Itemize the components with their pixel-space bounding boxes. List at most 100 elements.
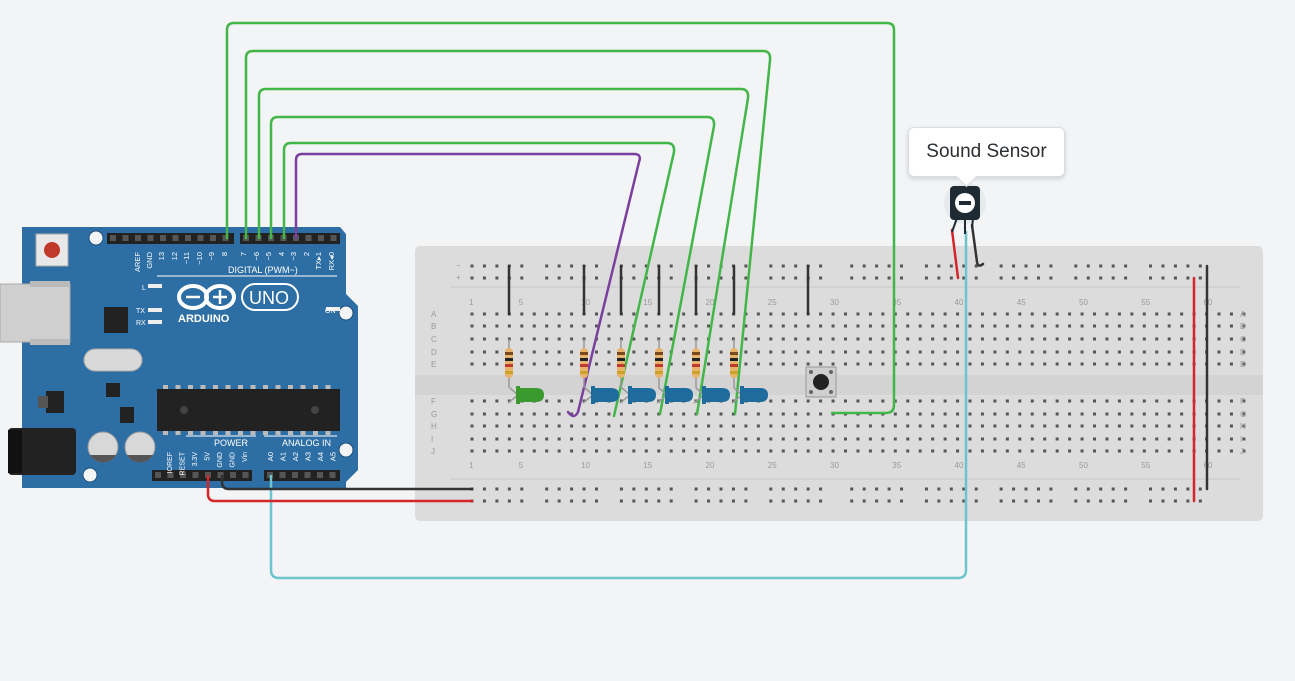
breadboard-hole[interactable] (806, 337, 810, 341)
breadboard-hole[interactable] (968, 399, 972, 403)
breadboard-hole[interactable] (968, 424, 972, 428)
rail-hole[interactable] (949, 276, 953, 280)
rail-hole[interactable] (962, 276, 966, 280)
breadboard-hole[interactable] (1217, 337, 1221, 341)
breadboard-hole[interactable] (968, 362, 972, 366)
breadboard-hole[interactable] (532, 324, 536, 328)
breadboard-hole[interactable] (881, 337, 885, 341)
breadboard-hole[interactable] (968, 449, 972, 453)
breadboard-hole[interactable] (1130, 399, 1134, 403)
breadboard-hole[interactable] (1217, 437, 1221, 441)
breadboard-hole[interactable] (607, 412, 611, 416)
breadboard-hole[interactable] (607, 437, 611, 441)
breadboard-hole[interactable] (1155, 362, 1159, 366)
breadboard-hole[interactable] (470, 324, 474, 328)
breadboard-hole[interactable] (781, 350, 785, 354)
breadboard-hole[interactable] (794, 324, 798, 328)
sound-sensor-icon[interactable] (944, 182, 986, 234)
rail-hole[interactable] (1074, 487, 1078, 491)
breadboard-hole[interactable] (831, 324, 835, 328)
breadboard-hole[interactable] (831, 449, 835, 453)
header-pin[interactable] (180, 472, 186, 478)
rail-hole[interactable] (1086, 487, 1090, 491)
breadboard-hole[interactable] (1167, 350, 1171, 354)
breadboard-hole[interactable] (756, 449, 760, 453)
breadboard-hole[interactable] (868, 324, 872, 328)
breadboard-hole[interactable] (1043, 312, 1047, 316)
breadboard-hole[interactable] (470, 350, 474, 354)
breadboard-hole[interactable] (1180, 412, 1184, 416)
rail-hole[interactable] (850, 264, 854, 268)
rail-hole[interactable] (669, 487, 673, 491)
rail-hole[interactable] (707, 276, 711, 280)
breadboard-hole[interactable] (794, 437, 798, 441)
breadboard-hole[interactable] (819, 312, 823, 316)
breadboard-hole[interactable] (495, 437, 499, 441)
rail-hole[interactable] (570, 276, 574, 280)
breadboard-hole[interactable] (1055, 437, 1059, 441)
breadboard-hole[interactable] (545, 337, 549, 341)
breadboard-hole[interactable] (769, 449, 773, 453)
rail-hole[interactable] (949, 487, 953, 491)
rail-hole[interactable] (1074, 264, 1078, 268)
wire-red-5v[interactable] (206, 474, 474, 503)
breadboard-hole[interactable] (1142, 324, 1146, 328)
breadboard-hole[interactable] (868, 399, 872, 403)
rail-hole[interactable] (1186, 487, 1190, 491)
breadboard-hole[interactable] (769, 312, 773, 316)
breadboard-hole[interactable] (844, 337, 847, 341)
breadboard-hole[interactable] (1155, 424, 1159, 428)
rail-hole[interactable] (1049, 487, 1053, 491)
rail-hole[interactable] (900, 487, 904, 491)
breadboard-hole[interactable] (781, 337, 785, 341)
rail-hole[interactable] (962, 487, 966, 491)
rail-hole[interactable] (924, 499, 928, 503)
breadboard-hole[interactable] (968, 350, 972, 354)
breadboard-hole[interactable] (545, 350, 549, 354)
breadboard-hole[interactable] (794, 412, 798, 416)
breadboard-hole[interactable] (1005, 324, 1009, 328)
breadboard-hole[interactable] (1229, 399, 1233, 403)
led-blue-3-icon[interactable] (656, 386, 693, 404)
breadboard-hole[interactable] (831, 312, 835, 316)
breadboard-hole[interactable] (545, 437, 549, 441)
breadboard-hole[interactable] (856, 312, 860, 316)
breadboard-hole[interactable] (570, 350, 574, 354)
breadboard-hole[interactable] (557, 362, 561, 366)
breadboard-hole[interactable] (1229, 362, 1233, 366)
breadboard-hole[interactable] (470, 337, 474, 341)
breadboard-hole[interactable] (980, 312, 984, 316)
breadboard-hole[interactable] (644, 362, 648, 366)
rail-hole[interactable] (819, 276, 823, 280)
breadboard-hole[interactable] (669, 412, 673, 416)
breadboard-hole[interactable] (495, 312, 499, 316)
breadboard-hole[interactable] (1068, 437, 1072, 441)
breadboard-hole[interactable] (582, 399, 586, 403)
breadboard-hole[interactable] (470, 412, 474, 416)
breadboard-hole[interactable] (943, 437, 947, 441)
rail-hole[interactable] (1036, 487, 1040, 491)
rail-hole[interactable] (570, 499, 574, 503)
breadboard-hole[interactable] (980, 337, 984, 341)
breadboard-hole[interactable] (943, 337, 947, 341)
rail-hole[interactable] (669, 499, 673, 503)
breadboard-hole[interactable] (1180, 449, 1184, 453)
breadboard-hole[interactable] (931, 412, 935, 416)
header-pin[interactable] (185, 235, 191, 241)
breadboard-hole[interactable] (980, 399, 984, 403)
header-pin[interactable] (172, 235, 179, 241)
breadboard-hole[interactable] (582, 437, 586, 441)
breadboard-hole[interactable] (731, 449, 735, 453)
header-pin[interactable] (217, 472, 224, 478)
breadboard-hole[interactable] (1093, 437, 1096, 441)
breadboard-hole[interactable] (868, 362, 872, 366)
breadboard-hole[interactable] (495, 449, 499, 453)
breadboard-hole[interactable] (1030, 312, 1034, 316)
digital-header-right[interactable] (240, 233, 340, 244)
breadboard-hole[interactable] (1080, 362, 1084, 366)
breadboard-hole[interactable] (1005, 399, 1009, 403)
breadboard-hole[interactable] (1018, 437, 1022, 441)
header-pin[interactable] (279, 472, 286, 478)
breadboard-hole[interactable] (570, 312, 574, 316)
